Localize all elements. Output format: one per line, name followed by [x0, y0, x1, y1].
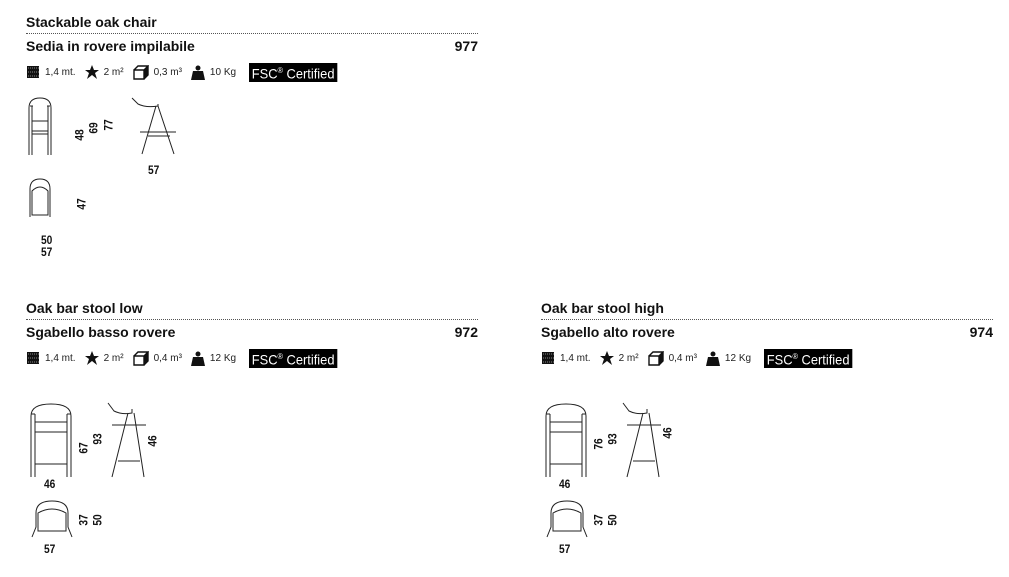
product-code: 977 [454, 38, 478, 54]
weight-icon [190, 65, 205, 80]
dim-top-depth: 37 [76, 514, 91, 526]
volume-box-icon [132, 65, 149, 80]
product-code: 974 [969, 324, 993, 340]
spec-length: 1,4 mt. [560, 352, 591, 364]
stool-front-view [30, 403, 72, 477]
product-title-it: Sgabello alto rovere [541, 324, 675, 340]
spec-row: 1,4 mt. 2 m² 0,4 m³ 12 Kg FSC® Certified [541, 349, 860, 368]
dim-seat-height: 67 [76, 442, 91, 454]
product-title-en: Stackable oak chair [26, 14, 157, 30]
product-title-it: Sedia in rovere impilabile [26, 38, 195, 54]
hide-area-icon [599, 351, 614, 366]
spec-volume: 0,3 m³ [153, 66, 182, 78]
dim-height: 93 [90, 433, 105, 445]
hide-area-icon [84, 65, 99, 80]
product-oak-bar-stool-low: Oak bar stool low Sgabello basso rovere … [26, 300, 478, 570]
spec-area: 2 m² [103, 66, 124, 78]
dim-depth: 50 [605, 514, 620, 526]
dim-depth: 57 [148, 163, 160, 177]
dotted-divider [26, 33, 478, 34]
fsc-certified-badge: FSC® Certified [249, 349, 338, 368]
hide-length-icon [26, 352, 40, 365]
fsc-certified-badge: FSC® Certified [764, 349, 853, 368]
dim-height: 93 [605, 433, 620, 445]
dim-top-width: 57 [559, 542, 571, 556]
fsc-certified-badge: FSC® Certified [249, 63, 338, 82]
spec-weight: 10 Kg [209, 66, 237, 78]
dim-top-depth: 47 [74, 198, 89, 210]
dim-seat-height: 76 [591, 438, 606, 450]
dim-width: 57 [41, 245, 53, 259]
hide-length-icon [541, 352, 555, 365]
chair-top-view [29, 178, 51, 217]
weight-icon [190, 351, 205, 366]
dim-width-inner: 50 [41, 233, 53, 247]
dim-top-depth: 37 [591, 514, 606, 526]
volume-box-icon [647, 351, 664, 366]
spec-length: 1,4 mt. [45, 66, 76, 78]
dim-back-height: 46 [145, 435, 160, 447]
stool-side-view [622, 402, 661, 478]
spec-row: 1,4 mt. 2 m² 0,3 m³ 10 Kg FSC® Certified [26, 63, 345, 82]
product-title-en: Oak bar stool high [541, 300, 664, 316]
spec-length: 1,4 mt. [45, 352, 76, 364]
dim-depth: 50 [90, 514, 105, 526]
chair-front-view [28, 97, 52, 155]
product-code: 972 [454, 324, 478, 340]
stool-front-view [545, 403, 587, 477]
spec-volume: 0,4 m³ [668, 352, 697, 364]
chair-side-view [131, 97, 176, 155]
stool-top-view [31, 500, 73, 538]
spec-area: 2 m² [618, 352, 639, 364]
spec-volume: 0,4 m³ [153, 352, 182, 364]
spec-area: 2 m² [103, 352, 124, 364]
dim-height: 77 [101, 119, 116, 131]
dim-width: 46 [559, 477, 571, 491]
product-oak-bar-stool-high: Oak bar stool high Sgabello alto rovere … [541, 300, 993, 570]
product-title-it: Sgabello basso rovere [26, 324, 176, 340]
stool-top-view [546, 500, 588, 538]
volume-box-icon [132, 351, 149, 366]
spec-weight: 12 Kg [724, 352, 752, 364]
dotted-divider [26, 319, 478, 320]
product-title-en: Oak bar stool low [26, 300, 143, 316]
dim-top-width: 57 [44, 542, 56, 556]
stool-side-view [107, 402, 146, 478]
dim-arm-height: 69 [86, 122, 101, 134]
weight-icon [705, 351, 720, 366]
dim-width: 46 [44, 477, 56, 491]
dim-seat-height: 48 [72, 129, 87, 141]
product-stackable-oak-chair: Stackable oak chair Sedia in rovere impi… [26, 14, 478, 284]
hide-length-icon [26, 66, 40, 79]
dim-back-height: 46 [660, 427, 675, 439]
spec-row: 1,4 mt. 2 m² 0,4 m³ 12 Kg FSC® Certified [26, 349, 345, 368]
spec-weight: 12 Kg [209, 352, 237, 364]
dotted-divider [541, 319, 993, 320]
hide-area-icon [84, 351, 99, 366]
